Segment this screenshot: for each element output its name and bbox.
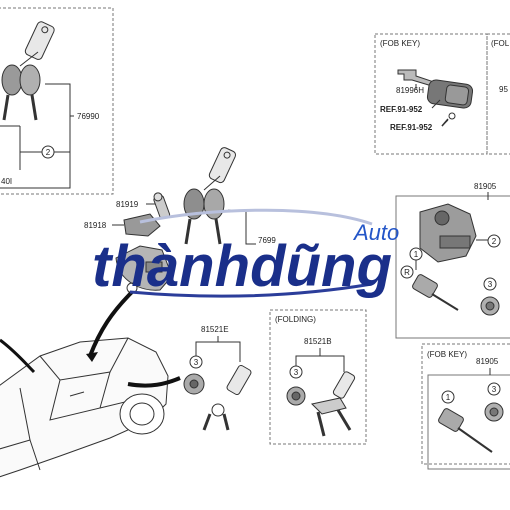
svg-text:2: 2 xyxy=(46,148,51,157)
folding-label: (FOLDING) xyxy=(275,315,316,324)
svg-text:2: 2 xyxy=(492,237,497,246)
svg-text:3: 3 xyxy=(492,385,497,394)
box-81905-top xyxy=(395,195,510,339)
svg-text:1: 1 xyxy=(414,250,419,259)
fob-key-top-label: (FOB KEY) xyxy=(380,39,420,48)
callout-3-81521e: 3 xyxy=(189,355,203,369)
box-fob-key-bottom xyxy=(421,343,510,465)
svg-text:3: 3 xyxy=(294,368,299,377)
keys-81521e xyxy=(202,364,252,431)
key-cylinder-right xyxy=(412,274,459,311)
pointer-arrow-ignition xyxy=(88,290,134,357)
vehicle-outline xyxy=(0,337,169,478)
leader-lines-top-left xyxy=(0,83,74,189)
part-76990-label: 76990 xyxy=(77,112,100,121)
watermark-logo: thànhdũng Auto xyxy=(92,208,399,299)
part-81919-label: 81919 xyxy=(116,200,139,209)
pointer-arrow-left xyxy=(0,338,36,374)
key-set-center xyxy=(183,147,237,245)
callout-r-right: R xyxy=(400,265,414,279)
svg-text:1: 1 xyxy=(446,393,451,402)
fob-key-top-parts xyxy=(397,69,474,127)
part-81521b-label: 81521B xyxy=(304,337,332,346)
watermark-main-text: thànhdũng xyxy=(92,234,392,299)
box-81905-inner xyxy=(427,374,510,470)
leader-81521e xyxy=(195,341,241,362)
leader-81521b xyxy=(295,355,345,372)
part-81905-bottom-label: 81905 xyxy=(476,357,499,366)
callout-3-81521b: 3 xyxy=(289,365,303,379)
box-folding-81521b xyxy=(269,309,367,445)
key-set-top-left xyxy=(1,21,55,121)
key-cylinder-bottom xyxy=(438,408,493,453)
part-81918-label: 81918 xyxy=(84,221,107,230)
callout-1-bottom: 1 xyxy=(441,390,455,404)
door-lock-assembly xyxy=(419,203,477,263)
box-folding-top xyxy=(486,33,510,155)
svg-text:3: 3 xyxy=(194,358,199,367)
callout-1-right: 1 xyxy=(409,247,423,261)
svg-text:R: R xyxy=(404,268,410,277)
lock-cylinder-assembly-center xyxy=(115,192,173,294)
box-top-left-keys xyxy=(0,7,114,195)
ref-91-952-label-1: REF.91-952 xyxy=(380,105,423,114)
watermark-auto-text: Auto xyxy=(352,220,399,245)
callout-2-right: 2 xyxy=(487,234,501,248)
svg-text:3: 3 xyxy=(488,280,493,289)
part-95-label: 95 xyxy=(499,85,508,94)
folding-key-81521b xyxy=(310,371,356,437)
callout-3-bottom: 3 xyxy=(487,382,501,396)
part-81996h-label: 81996H xyxy=(396,86,424,95)
callout-3-right: 3 xyxy=(483,277,497,291)
part-81521e-label: 81521E xyxy=(201,325,229,334)
part-7699-label: 7699 xyxy=(258,236,276,245)
pointer-arrow-door xyxy=(127,376,181,388)
folding-top-label: (FOL xyxy=(491,39,510,48)
part-81905-top-label: 81905 xyxy=(474,182,497,191)
ref-91-952-label-2: REF.91-952 xyxy=(390,123,433,132)
fob-key-bottom-label: (FOB KEY) xyxy=(427,350,467,359)
part-40i-label: 40I xyxy=(1,177,12,186)
callout-2-left: 2 xyxy=(41,145,55,159)
